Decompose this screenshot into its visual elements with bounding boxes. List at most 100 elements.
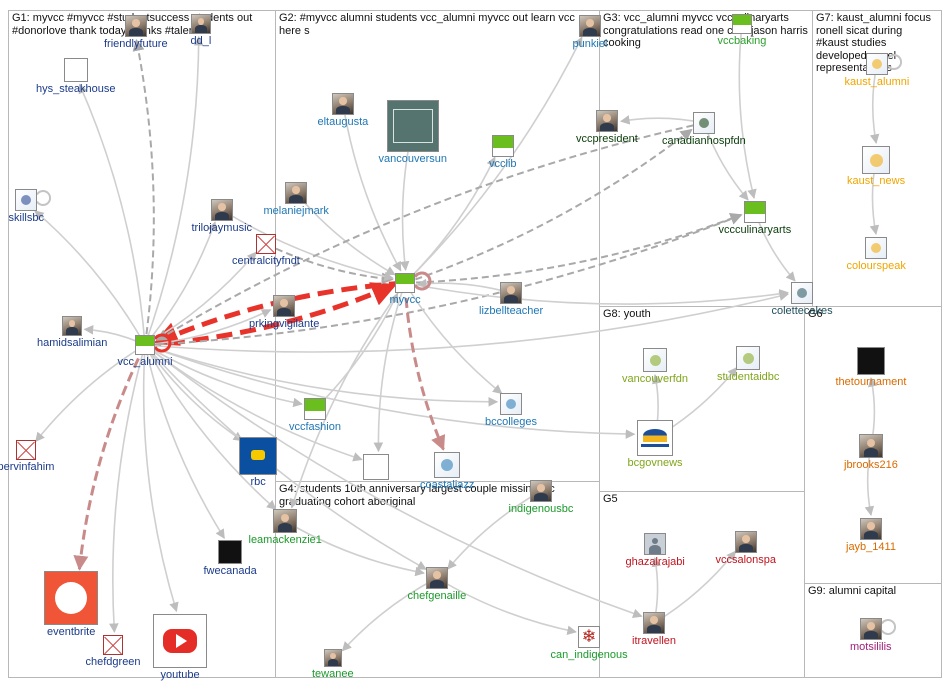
edge-myvcc-to-colettecakes bbox=[404, 282, 789, 305]
logo-icon bbox=[500, 393, 522, 415]
edge-leamackenzie1-to-chefgenaille bbox=[284, 520, 425, 577]
edge-vcc-alumni-to-itravellen bbox=[144, 344, 643, 618]
broken-image-icon bbox=[16, 440, 36, 460]
logo-wordmark bbox=[65, 59, 87, 81]
edge-vcc-alumni-to-friendlyfuture bbox=[132, 38, 155, 346]
edge-chefgenaille-to-can-indigenous bbox=[436, 577, 577, 635]
edge-vcc-alumni-to-eventbrite bbox=[73, 344, 147, 571]
logo-icon bbox=[791, 282, 813, 304]
photo-icon bbox=[530, 480, 552, 502]
node-label: chefgenaille bbox=[407, 590, 467, 602]
logo-icon bbox=[865, 237, 887, 259]
node-label: can_indigenous bbox=[550, 649, 628, 661]
photo-icon bbox=[596, 110, 618, 132]
group-title: G5 bbox=[603, 493, 618, 505]
group-title: G6 bbox=[808, 308, 823, 320]
node-label: eventbrite bbox=[47, 626, 96, 638]
logo-icon bbox=[218, 540, 242, 564]
vcc-logo-icon bbox=[492, 135, 514, 157]
edge-vcc-alumni-to-rbc bbox=[144, 344, 244, 442]
node-label: coastaljazz bbox=[420, 479, 475, 491]
edge-vcc-alumni-to-bccolleges bbox=[144, 344, 499, 407]
vcc-logo-mark bbox=[493, 136, 513, 148]
vcc-logo-mark bbox=[305, 399, 325, 411]
edge-myvcc-to-coastaljazz bbox=[403, 282, 446, 451]
node-label: indigenousbc bbox=[508, 503, 574, 515]
node-label: hamidsalimian bbox=[37, 337, 108, 349]
node-label: bccolleges bbox=[485, 416, 537, 428]
edge-myvcc-to-myvcc bbox=[413, 271, 432, 291]
photo-icon bbox=[273, 509, 297, 533]
vcc-logo-icon bbox=[744, 201, 766, 223]
node-label: jbrooks216 bbox=[844, 459, 898, 471]
node-label: vancouverfdn bbox=[622, 373, 689, 385]
node-label: dd_l bbox=[190, 35, 212, 47]
vcc-logo-icon bbox=[304, 398, 326, 420]
vcc-logo-mark bbox=[745, 202, 765, 214]
edge-vcc-alumni-to-dd-l bbox=[144, 35, 204, 346]
logo-icon bbox=[434, 452, 460, 478]
node-label: pervinfahim bbox=[0, 461, 55, 473]
group-title: G9: alumni capital bbox=[808, 585, 897, 597]
edge-myvcc-to-vccculinaryarts bbox=[404, 213, 743, 284]
node-label: lizbellteacher bbox=[479, 305, 544, 317]
node-label: fwecanada bbox=[203, 565, 257, 577]
node-label: jayb_1411 bbox=[846, 541, 896, 553]
group-panel-g5: G5 bbox=[599, 491, 805, 678]
vcc-logo-mark bbox=[733, 15, 751, 26]
node-label: skillsbc bbox=[8, 212, 44, 224]
edge-canadianhospfdn-to-vccpresident bbox=[620, 115, 705, 125]
node-label: vccsalonspa bbox=[715, 554, 777, 566]
broken-image-icon bbox=[256, 234, 276, 254]
node-label: vcclib bbox=[489, 158, 517, 170]
node-label: ghazalrajabi bbox=[625, 556, 685, 568]
photo-icon bbox=[191, 14, 211, 34]
vcc-logo-mark bbox=[136, 336, 154, 347]
edge-myvcc-to-bccolleges bbox=[404, 282, 503, 395]
node-label: itravellen bbox=[632, 635, 677, 647]
node-label: vccbaking bbox=[717, 35, 767, 47]
photo-icon bbox=[859, 434, 883, 458]
youtube-logo-icon bbox=[153, 614, 207, 668]
edge-skillsbc-to-skillsbc bbox=[36, 190, 51, 206]
edge-centralcityfndt-to-myvcc bbox=[265, 243, 394, 285]
vcc-logo-icon bbox=[135, 335, 155, 355]
node-label: motsililis bbox=[850, 641, 892, 653]
group-panel-g8: G8: youth bbox=[599, 306, 805, 492]
edge-vcc-alumni-to-chefdgreen bbox=[109, 344, 146, 634]
photo-icon bbox=[211, 199, 233, 221]
bank-logo-icon bbox=[239, 437, 277, 475]
maple-leaf-icon: ❄ bbox=[578, 626, 600, 648]
bc-logo-icon bbox=[637, 420, 673, 456]
node-label: melaniejmark bbox=[263, 205, 329, 217]
logo-icon bbox=[693, 112, 715, 134]
node-label: prkingvigilante bbox=[249, 318, 320, 330]
edge-myvcc-to-vcc-news bbox=[373, 282, 406, 453]
node-label: hys_steakhouse bbox=[36, 83, 116, 95]
edge-eltaugusta-to-myvcc bbox=[342, 103, 402, 272]
vcc-logo-mark bbox=[396, 274, 414, 285]
node-label: tewanee bbox=[312, 668, 354, 680]
edge-motsililis-to-motsililis bbox=[881, 619, 896, 635]
edge-myvcc-to-vcclib bbox=[404, 156, 496, 284]
node-label: trilojaymusic bbox=[191, 222, 253, 234]
photo-icon bbox=[62, 316, 82, 336]
node-label: eltaugusta bbox=[317, 116, 369, 128]
edge-vcc-alumni-to-vccfashion bbox=[144, 344, 303, 408]
edge-canadianhospfdn-to-vcc-alumni bbox=[156, 122, 705, 342]
edge-vccbaking-to-vccculinaryarts bbox=[738, 23, 757, 199]
node-label: vcc_alumni bbox=[117, 356, 173, 368]
node-label: punkiel bbox=[572, 38, 608, 50]
node-label: colettecakes bbox=[771, 305, 833, 317]
edge-myvcc-to-punkiel bbox=[404, 36, 583, 284]
logo-icon bbox=[736, 346, 760, 370]
edge-vcc-alumni-to-leamackenzie1 bbox=[144, 344, 277, 510]
node-label: colourspeak bbox=[846, 260, 906, 272]
node-label: myvcc bbox=[389, 294, 421, 306]
newspaper-logo-icon bbox=[387, 100, 439, 152]
edge-vccfashion-to-myvcc bbox=[314, 292, 399, 410]
photo-icon bbox=[426, 567, 448, 589]
node-label: thetournament bbox=[835, 376, 907, 388]
